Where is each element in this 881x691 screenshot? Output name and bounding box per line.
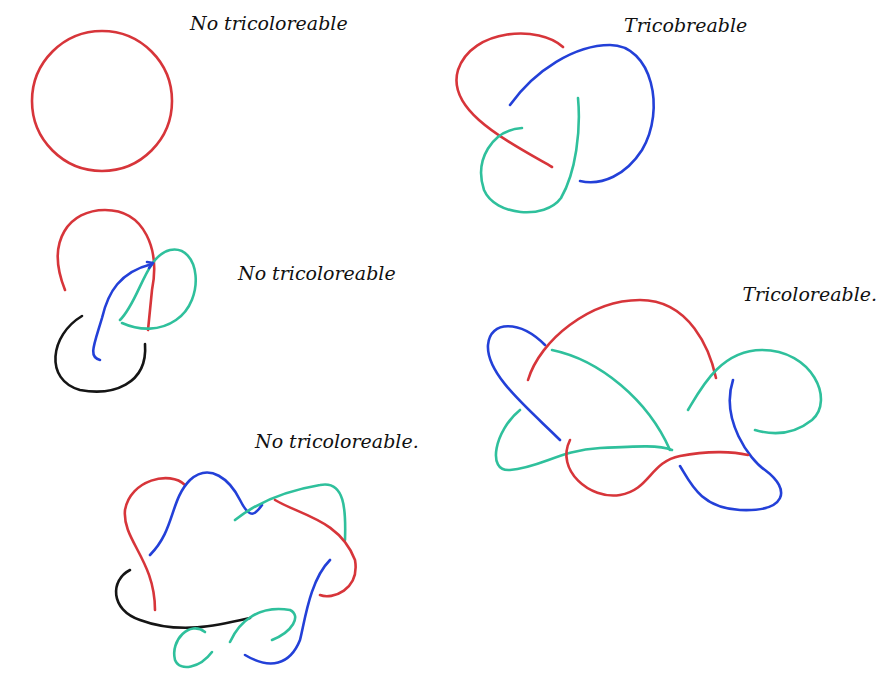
unknot [32, 31, 172, 171]
four-arc-knot [55, 210, 195, 392]
caption-label: No tricoloreable. [255, 430, 419, 453]
large-knot [488, 300, 821, 510]
caption-label: Tricobreable [624, 14, 747, 37]
caption-label: No tricoloreable [190, 12, 348, 35]
caption-label: Tricoloreable. [742, 283, 877, 306]
bottom-knot [116, 473, 356, 667]
caption-label: No tricoloreable [238, 262, 396, 285]
trefoil-knot [456, 33, 653, 212]
